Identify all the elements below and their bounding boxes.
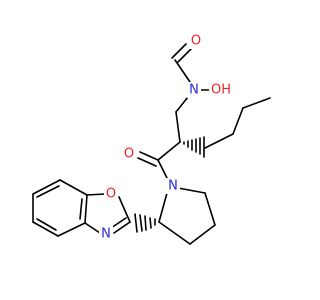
bond-ox-c2-o xyxy=(118,196,131,223)
bond-bz-6 xyxy=(59,179,88,196)
atom-o-amide: O xyxy=(124,147,134,162)
bond-pyrr-c3-c2 xyxy=(158,221,191,245)
bond-ox-n-c3a xyxy=(84,222,101,234)
bond-butyl-1 xyxy=(204,133,234,149)
bond-amide-co-2 xyxy=(137,157,157,167)
atom-o-oxazole: O xyxy=(106,187,116,202)
bond-calpha-carbonyl xyxy=(157,141,181,161)
bond-bz-2 xyxy=(57,222,86,237)
bond-formyl-co-1 xyxy=(177,47,193,63)
atom-o-formyl: O xyxy=(191,34,201,49)
atom-label-layer: O N OH O N O N xyxy=(99,33,233,242)
atom-n-oxazole: N xyxy=(101,227,111,242)
atom-oh: OH xyxy=(211,83,231,98)
bond-ox-o-c7a xyxy=(86,193,106,196)
bond-n-ch2 xyxy=(175,96,189,113)
bond-carbonyl-n xyxy=(157,159,168,179)
bond-bz-1 xyxy=(84,194,88,224)
bond-bz-5 xyxy=(32,179,61,195)
hashed-wedge-c2 xyxy=(134,213,156,233)
bond-pyrr-n-c5 xyxy=(177,187,206,194)
bond-layer xyxy=(32,43,271,245)
structure-canvas: O N OH O N O N xyxy=(32,33,271,245)
bond-butyl-2 xyxy=(232,107,244,135)
bond-pyrr-c5-c4 xyxy=(204,192,216,226)
bond-ox-c2-n-2 xyxy=(110,217,127,229)
bond-pyrr-c2-n xyxy=(158,192,168,223)
bond-bz-5b xyxy=(36,185,60,198)
bond-formyl-cn xyxy=(174,59,191,83)
bond-bz-3 xyxy=(32,221,59,237)
bond-pyrr-c4-c3 xyxy=(189,224,216,245)
bond-formyl-co-2 xyxy=(171,43,187,59)
bond-bz-1b xyxy=(79,198,83,220)
bond-bz-3b xyxy=(36,218,57,231)
bond-ch2-calpha xyxy=(175,111,181,143)
bond-amide-co-1 xyxy=(139,151,159,161)
bond-butyl-3 xyxy=(242,97,271,109)
bond-ox-c2-n-1 xyxy=(113,221,131,234)
atom-n-hydroxy: N xyxy=(189,83,199,98)
hashed-wedge-calpha xyxy=(183,136,205,158)
atom-n-pyrrolidine: N xyxy=(168,179,178,194)
